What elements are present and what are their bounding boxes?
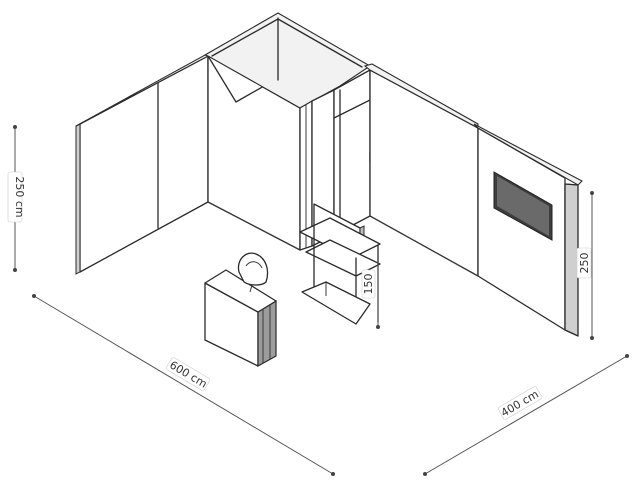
dimension-height-right: 250 [576, 191, 594, 340]
dimension-length: 600 cm [32, 294, 335, 476]
left-wall [75, 54, 211, 275]
storage-room [203, 12, 372, 251]
height-right-label: 250 [578, 253, 591, 274]
display-stand [299, 203, 381, 325]
back-right-wall [363, 63, 479, 277]
right-wall [473, 123, 583, 337]
dimension-depth: 400 cm [423, 354, 629, 476]
tv-screen [493, 171, 553, 241]
height-left-label: 250 cm [13, 176, 26, 217]
depth-label: 400 cm [499, 388, 541, 420]
dimension-stand-height: 150 [361, 262, 380, 329]
stand-height-label: 150 [362, 274, 375, 295]
reception-counter [204, 269, 277, 368]
chair [237, 252, 269, 293]
dimension-height-left: 250 cm [7, 125, 26, 272]
